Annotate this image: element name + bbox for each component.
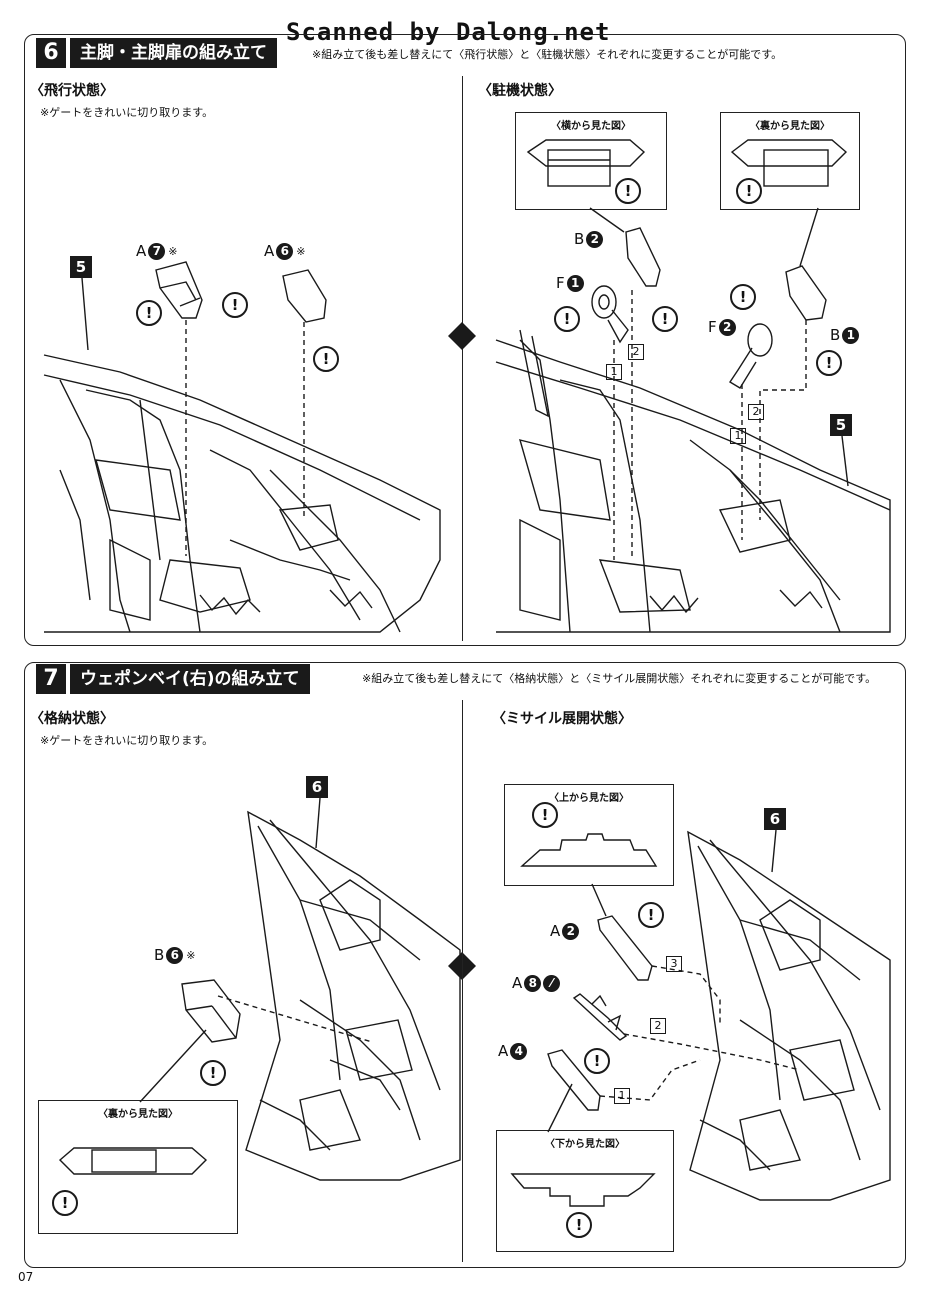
- step6-right-ref-box: 5: [830, 414, 852, 436]
- order-label: 1: [614, 1088, 630, 1104]
- step7-note: ※組み立て後も差し替えにて〈格納状態〉と〈ミサイル展開状態〉それぞれに変更するこ…: [362, 672, 877, 685]
- back-view-caption: 〈裏から見た図〉: [750, 121, 830, 132]
- bottom-view-caption: 〈下から見た図〉: [545, 1139, 625, 1150]
- step6-number: 6: [36, 38, 66, 68]
- step7-number: 7: [36, 664, 66, 694]
- warning-icon: !: [566, 1212, 592, 1238]
- warning-icon: !: [652, 306, 678, 332]
- step7-right-ref-box: 6: [764, 808, 786, 830]
- order-label: 2: [748, 404, 764, 420]
- warning-icon: !: [584, 1048, 610, 1074]
- warning-icon: !: [730, 284, 756, 310]
- side-view-caption: 〈横から見た図〉: [551, 121, 631, 132]
- back-view-caption: 〈裏から見た図〉: [98, 1109, 178, 1120]
- step6-panel: [24, 34, 906, 646]
- warning-icon: !: [554, 306, 580, 332]
- step7-right-heading: 〈ミサイル展開状態〉: [492, 711, 632, 727]
- step7-divider: [462, 700, 463, 1262]
- warning-icon: !: [222, 292, 248, 318]
- step6-left-heading: 〈飛行状態〉: [30, 83, 114, 99]
- warning-icon: !: [313, 346, 339, 372]
- step7-title: ウェポンベイ(右)の組み立て: [70, 664, 310, 694]
- step7-left-heading: 〈格納状態〉: [30, 711, 114, 727]
- top-view-inset: 〈上から見た図〉: [504, 784, 674, 886]
- warning-icon: !: [736, 178, 762, 204]
- warning-icon: !: [816, 350, 842, 376]
- step6-left-subnote: ※ゲートをきれいに切り取ります。: [40, 106, 214, 119]
- page-number: 07: [18, 1270, 34, 1284]
- order-label: 2: [650, 1018, 666, 1034]
- scanner-watermark: Scanned by Dalong.net: [286, 18, 611, 46]
- warning-icon: !: [52, 1190, 78, 1216]
- warning-icon: !: [136, 300, 162, 326]
- step7-left-subnote: ※ゲートをきれいに切り取ります。: [40, 734, 214, 747]
- step6-left-ref-box: 5: [70, 256, 92, 278]
- step7-panel: [24, 662, 906, 1268]
- step6-divider: [462, 76, 463, 641]
- warning-icon: !: [638, 902, 664, 928]
- warning-icon: !: [615, 178, 641, 204]
- step6-title: 主脚・主脚扉の組み立て: [70, 38, 277, 68]
- warning-icon: !: [532, 802, 558, 828]
- step6-note: ※組み立て後も差し替えにて〈飛行状態〉と〈駐機状態〉それぞれに変更することが可能…: [312, 48, 783, 61]
- warning-icon: !: [200, 1060, 226, 1086]
- step7-left-ref-box: 6: [306, 776, 328, 798]
- no-glue-icon: ⁄: [543, 974, 561, 992]
- step6-right-heading: 〈駐機状態〉: [478, 83, 562, 99]
- order-label: 3: [666, 956, 682, 972]
- top-view-caption: 〈上から見た図〉: [549, 793, 629, 804]
